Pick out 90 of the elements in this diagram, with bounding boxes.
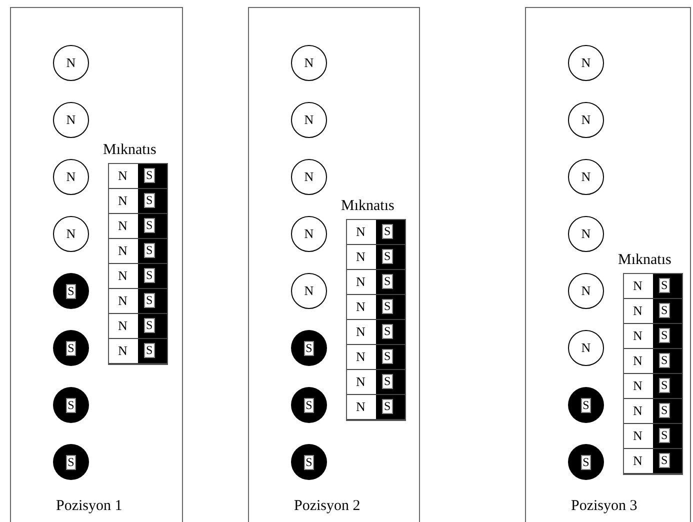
pole-letter: N (118, 169, 128, 183)
north-pole-circle: N (568, 216, 604, 252)
panel-frame (525, 7, 691, 522)
pole-letter: N (633, 354, 642, 368)
north-pole-circle: N (568, 102, 604, 138)
pole-letter: S (580, 398, 592, 412)
position-label: Pozisyon 2 (294, 497, 360, 515)
magnet-label: Mıknatıs (341, 197, 394, 215)
pole-letter: N (356, 400, 366, 414)
pole-letter: N (356, 225, 366, 239)
pole-letter: S (659, 453, 670, 468)
north-pole-circle: N (568, 45, 604, 81)
pole-letter: S (659, 353, 670, 368)
north-pole-circle: N (53, 159, 89, 195)
pole-letter: N (356, 350, 366, 364)
pole-letter: N (356, 250, 366, 264)
panel-frame (248, 7, 420, 522)
magnet-label: Mıknatıs (103, 141, 156, 159)
pole-letter: S (659, 328, 670, 343)
north-pole-circle: N (53, 216, 89, 252)
south-pole-circle (53, 273, 89, 309)
south-pole-circle (53, 330, 89, 366)
pole-letter: S (144, 218, 155, 233)
pole-letter: S (659, 303, 670, 318)
north-pole-circle: N (53, 45, 89, 81)
pole-letter: N (356, 275, 366, 289)
pole-letter: N (633, 379, 642, 393)
north-pole-circle: N (568, 159, 604, 195)
pole-letter: S (144, 243, 155, 258)
south-pole-circle (291, 330, 327, 366)
pole-letter: S (382, 299, 393, 314)
pole-letter: S (144, 343, 155, 358)
north-pole-circle: N (568, 330, 604, 366)
pole-letter: S (144, 168, 155, 183)
pole-letter: S (382, 249, 393, 264)
pole-letter: S (144, 318, 155, 333)
pole-letter: S (304, 398, 314, 412)
pole-letter: N (356, 300, 366, 314)
pole-letter: S (382, 324, 393, 339)
pole-letter: N (118, 294, 128, 308)
pole-letter: S (659, 428, 670, 443)
pole-letter: N (118, 344, 128, 358)
north-pole-circle: N (568, 273, 604, 309)
pole-letter: N (118, 269, 128, 283)
pole-letter: S (144, 193, 155, 208)
north-pole-circle: N (291, 216, 327, 252)
pole-letter: N (118, 319, 128, 333)
pole-letter: S (144, 293, 155, 308)
pole-letter: S (304, 340, 314, 356)
pole-letter: S (659, 403, 670, 418)
pole-letter: S (144, 268, 155, 283)
south-pole-circle (568, 387, 604, 423)
pole-letter: N (633, 329, 642, 343)
pole-letter: N (118, 194, 128, 208)
pole-letter: S (659, 378, 670, 393)
pole-letter: S (382, 224, 393, 239)
pole-letter: N (633, 279, 642, 293)
panel-frame (10, 7, 183, 522)
pole-letter: N (356, 325, 366, 339)
pole-letter: S (66, 398, 76, 412)
pole-letter: S (382, 349, 393, 364)
pole-letter: S (66, 454, 76, 470)
pole-letter: S (66, 284, 76, 298)
pole-letter: N (633, 429, 642, 443)
north-pole-circle: N (291, 273, 327, 309)
pole-letter: N (118, 219, 128, 233)
north-pole-circle: N (291, 102, 327, 138)
pole-letter: S (304, 454, 314, 470)
pole-letter: N (633, 404, 642, 418)
pole-letter: N (633, 454, 642, 468)
pole-letter: S (382, 399, 393, 414)
pole-letter: S (382, 274, 393, 289)
magnet-label: Mıknatıs (618, 251, 672, 269)
pole-letter: S (66, 340, 76, 356)
south-pole-circle (53, 444, 89, 480)
north-pole-circle: N (53, 102, 89, 138)
pole-letter: S (382, 374, 393, 389)
pole-letter: N (633, 304, 642, 318)
north-pole-circle: N (291, 159, 327, 195)
position-label: Pozisyon 3 (571, 497, 638, 515)
pole-letter: S (659, 278, 670, 293)
north-pole-circle: N (291, 45, 327, 81)
south-pole-circle (291, 444, 327, 480)
south-pole-circle (568, 444, 604, 480)
south-pole-circle (291, 387, 327, 423)
position-label: Pozisyon 1 (56, 497, 122, 515)
pole-letter: S (580, 454, 592, 470)
pole-letter: N (356, 375, 366, 389)
pole-letter: N (118, 244, 128, 258)
south-pole-circle (53, 387, 89, 423)
